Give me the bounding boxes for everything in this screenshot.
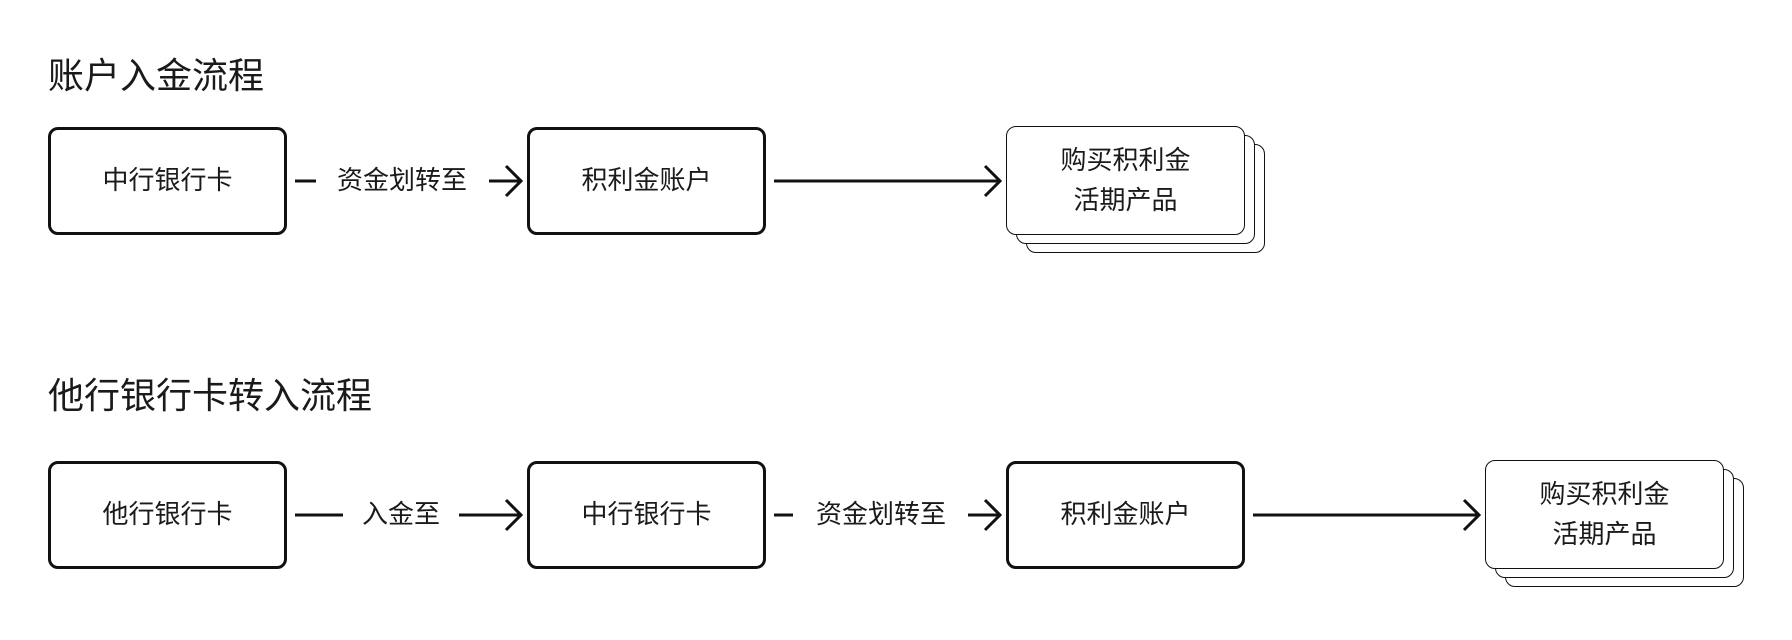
flow-1-product-stack: 购买积利金 活期产品 [1006,126,1265,253]
flow-1-connector-2 [774,164,1003,198]
flow-1-node-account: 积利金账户 [527,127,766,235]
arrowhead-icon [504,164,524,198]
arrowhead-icon [504,498,524,532]
flow-2-connector-3 [1253,498,1482,532]
arrowhead-icon [983,498,1003,532]
flow-2-title: 他行银行卡转入流程 [48,376,373,417]
node-label: 积利金账户 [581,166,712,196]
flow-2-node-account: 积利金账户 [1006,461,1245,569]
flow-1-node-boc-card: 中行银行卡 [48,127,287,235]
node-label: 中行银行卡 [102,166,233,196]
flow-2-edge-label-deposit: 入金至 [361,500,441,530]
flow-1-edge-label-transfer: 资金划转至 [336,166,468,196]
stack-layer-front: 购买积利金 活期产品 [1006,126,1245,235]
node-label: 中行银行卡 [581,500,712,530]
node-label: 他行银行卡 [102,500,233,530]
flow-2-product-stack: 购买积利金 活期产品 [1485,460,1744,587]
flow-2-node-other-bank-card: 他行银行卡 [48,461,287,569]
arrowhead-icon [983,164,1003,198]
flow-2-node-boc-card: 中行银行卡 [527,461,766,569]
flow-1-title: 账户入金流程 [48,56,265,97]
stack-layer-front: 购买积利金 活期产品 [1485,460,1724,569]
product-label-line-2: 活期产品 [1552,519,1657,550]
node-label: 积利金账户 [1060,500,1191,530]
product-label-line-1: 购买积利金 [1060,145,1191,176]
flow-2-edge-label-transfer: 资金划转至 [815,500,947,530]
arrowhead-icon [1462,498,1482,532]
product-label-line-2: 活期产品 [1073,185,1178,216]
product-label-line-1: 购买积利金 [1539,479,1670,510]
